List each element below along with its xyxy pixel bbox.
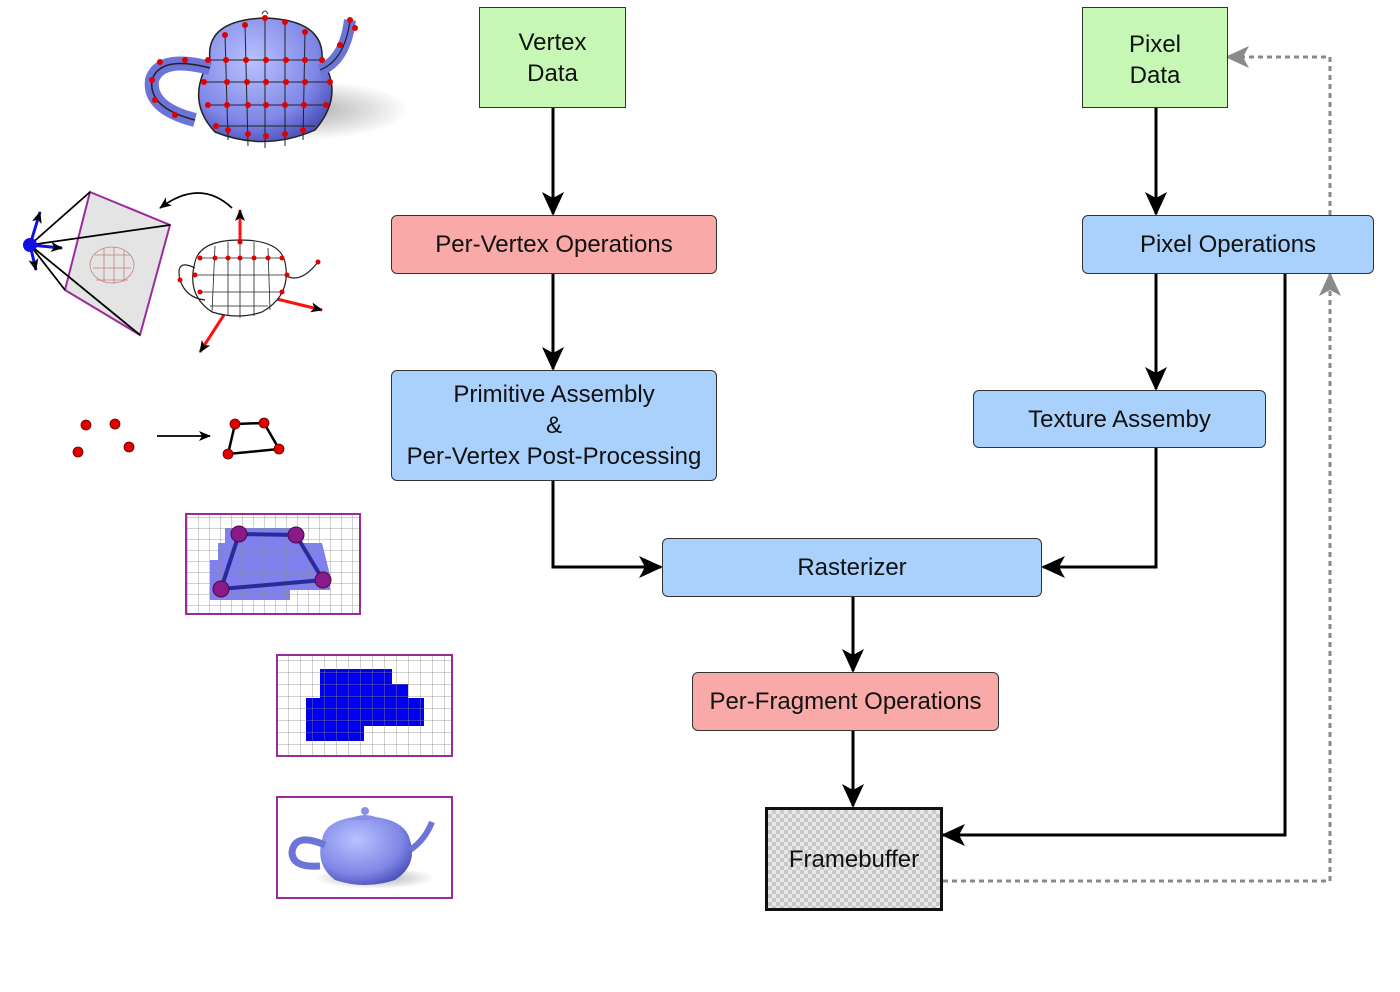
vertex-data-label-line1: Vertex	[518, 28, 587, 56]
per-vertex-operations-node: Per-Vertex Operations	[391, 215, 717, 274]
rendered-teapot-illustration	[276, 796, 453, 899]
vertex-data-label-line2: Data	[527, 59, 578, 87]
arrow-texture-to-rasterizer	[1041, 448, 1158, 578]
primitive-assembly-label-line3: Per-Vertex Post-Processing	[406, 443, 702, 470]
pixel-operations-node: Pixel Operations	[1082, 215, 1374, 274]
pixel-data-node: Pixel Data	[1082, 7, 1228, 108]
texture-assembly-node: Texture Assemby	[973, 390, 1266, 448]
vertex-data-node: Vertex Data	[479, 7, 626, 108]
rasterization-coverage-illustration	[185, 513, 361, 615]
primitive-assembly-label-line1: Primitive Assembly	[453, 381, 655, 408]
framebuffer-node: Framebuffer	[765, 807, 943, 911]
rasterizer-node: Rasterizer	[662, 538, 1042, 597]
primitive-assembly-illustration	[72, 417, 285, 460]
arrow-primitive-to-rasterizer	[551, 480, 663, 578]
primitive-assembly-node: Primitive Assembly & Per-Vertex Post-Pro…	[391, 370, 717, 481]
feedback-pixelops-to-pixeldata	[1225, 46, 1332, 215]
feedback-framebuffer-to-pixelops	[943, 272, 1341, 883]
texture-assembly-label: Texture Assemby	[1028, 405, 1211, 433]
rasterizer-label: Rasterizer	[797, 554, 907, 581]
flow-arrows	[542, 46, 1341, 883]
camera-projection-illustration	[23, 190, 323, 353]
pixel-data-label-line2: Data	[1129, 61, 1181, 89]
pixel-operations-label: Pixel Operations	[1139, 231, 1317, 258]
per-fragment-operations-node: Per-Fragment Operations	[692, 672, 999, 731]
per-vertex-operations-label: Per-Vertex Operations	[435, 231, 673, 258]
per-fragment-operations-label: Per-Fragment Operations	[709, 688, 982, 715]
primitive-assembly-label-line2: &	[545, 412, 562, 439]
arrow-pixelops-to-framebuffer	[941, 274, 1287, 846]
pixel-data-label-line1: Pixel	[1128, 30, 1182, 58]
teapot-control-mesh-illustration	[144, 10, 410, 148]
fragments-illustration	[276, 654, 453, 757]
framebuffer-label: Framebuffer	[788, 845, 920, 873]
